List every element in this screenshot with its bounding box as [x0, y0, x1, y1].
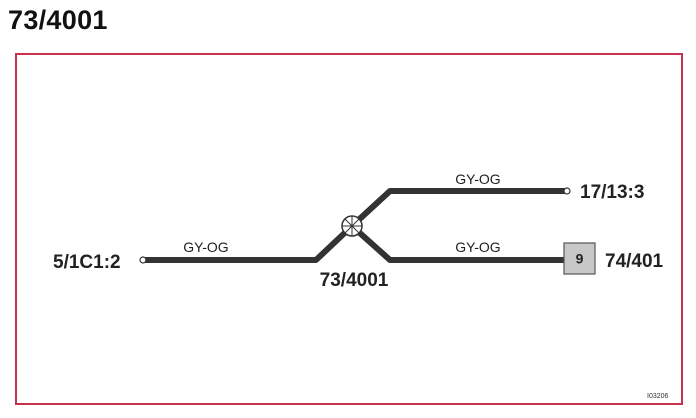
splice-icon: [341, 215, 363, 237]
connector-label-bottom-right: 74/401: [605, 251, 664, 272]
connector-box: [563, 242, 596, 275]
wire-label-left: GY-OG: [183, 239, 228, 255]
wire-left: [143, 223, 355, 263]
page-title: 73/4001: [8, 5, 108, 35]
wire-label-bottom-right: GY-OG: [455, 239, 500, 255]
reference-code: I03206: [647, 393, 669, 400]
wire-bottom-right: [349, 223, 564, 263]
wire-label-top-right: GY-OG: [455, 171, 500, 187]
connector-label-top-right: 17/13:3: [580, 182, 644, 203]
connector-box-pin: 9: [576, 251, 584, 267]
connector-label-left: 5/1C1:2: [53, 252, 121, 273]
terminal-top-right: [563, 187, 571, 195]
diagram-frame: [15, 53, 683, 405]
wire-top-right: [349, 188, 566, 229]
terminal-left: [139, 256, 147, 264]
splice-label: 73/4001: [320, 270, 389, 291]
